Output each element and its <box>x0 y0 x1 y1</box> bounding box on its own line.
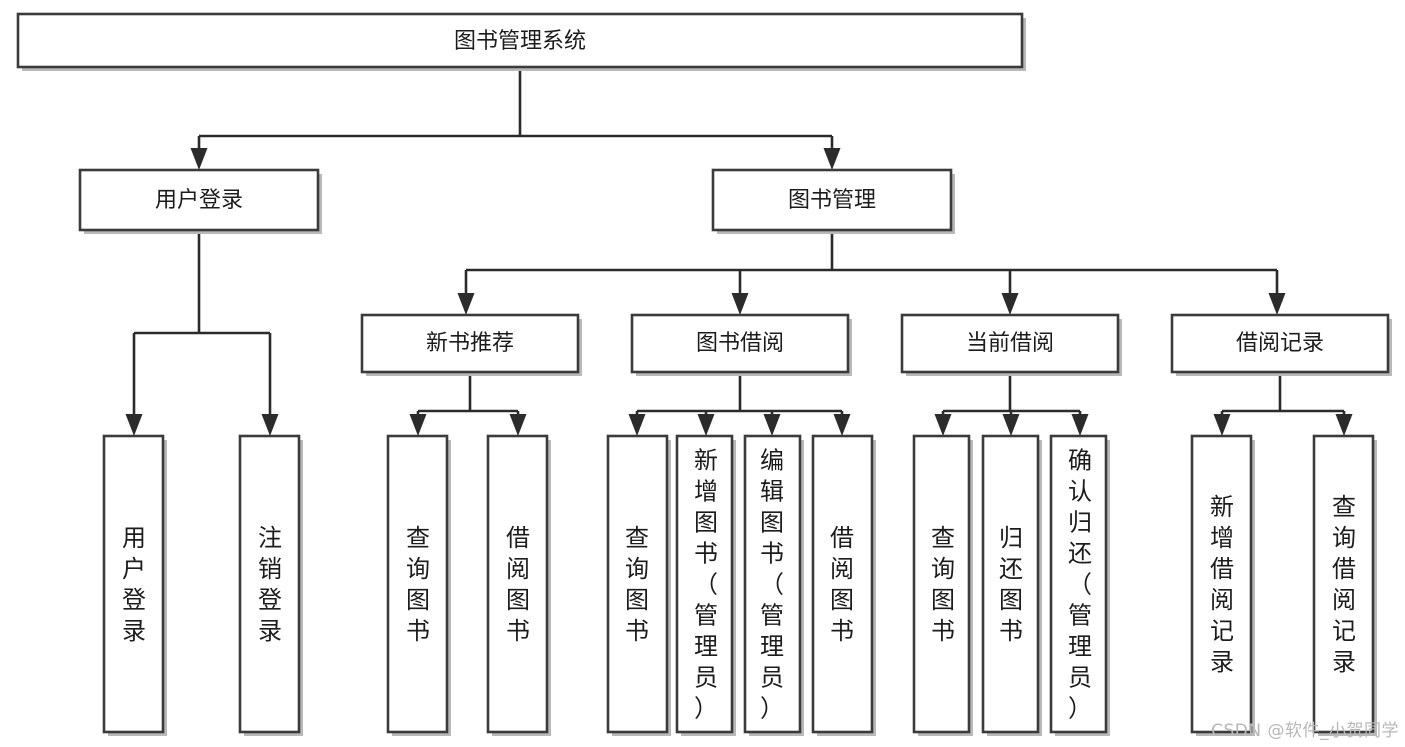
arrow-to-user-login <box>190 148 208 170</box>
node-book-manage-rect <box>711 168 953 232</box>
node-leaf-user-login-label: 用户登录 <box>122 524 146 645</box>
node-leaf-logout-login-label: 注销登录 <box>258 524 282 645</box>
node-leaf-edit-book[interactable]: 编辑图书（管理员） <box>743 434 804 736</box>
node-leaf-query-book-3-rect <box>912 434 971 734</box>
node-leaf-user-login-rect <box>102 434 165 734</box>
connectors-layer <box>125 69 1353 436</box>
node-user-login-label: 用户登录 <box>155 188 243 213</box>
arrow-to-leaf-query-book-2 <box>628 414 646 436</box>
arrow-to-leaf-add-book <box>697 414 715 436</box>
node-leaf-user-login[interactable]: 用户登录 <box>102 434 167 736</box>
node-leaf-query-book-1-label: 查询图书 <box>406 524 430 645</box>
node-leaf-borrow-book-1-rect <box>486 434 549 734</box>
arrow-to-leaf-query-book-3 <box>934 414 952 436</box>
node-root-label: 图书管理系统 <box>454 29 586 54</box>
arrow-to-leaf-edit-book <box>763 414 781 436</box>
node-leaf-add-record[interactable]: 新增借阅记录 <box>1190 434 1255 736</box>
node-book-borrow-label: 图书借阅 <box>696 331 784 356</box>
node-leaf-query-record[interactable]: 查询借阅记录 <box>1312 434 1377 736</box>
node-current-borrow-label: 当前借阅 <box>966 331 1054 356</box>
node-current-borrow[interactable]: 当前借阅 <box>900 313 1122 376</box>
node-book-manage-label: 图书管理 <box>788 188 876 213</box>
arrow-to-leaf-query-record <box>1335 414 1353 436</box>
node-leaf-confirm-return-rect <box>1049 434 1108 734</box>
node-leaf-query-record-label: 查询借阅记录 <box>1332 493 1356 676</box>
node-leaf-add-record-rect <box>1190 434 1253 734</box>
node-root-rect <box>16 12 1024 69</box>
node-leaf-query-book-3-label: 查询图书 <box>931 524 955 645</box>
arrow-to-leaf-borrow-book-2 <box>833 414 851 436</box>
node-leaf-return-book[interactable]: 归还图书 <box>981 434 1042 736</box>
node-leaf-query-book-2-label: 查询图书 <box>625 524 649 645</box>
node-leaf-logout-login-rect <box>238 434 301 734</box>
node-leaf-query-book-2-rect <box>606 434 669 734</box>
arrow-to-current-borrow <box>1001 293 1019 315</box>
arrow-to-leaf-confirm-return <box>1071 414 1089 436</box>
node-leaf-confirm-return-label: 确认归还（管理员） <box>1068 447 1092 723</box>
arrow-to-book-borrow <box>731 293 749 315</box>
node-borrow-record[interactable]: 借阅记录 <box>1170 313 1392 376</box>
node-leaf-query-book-1[interactable]: 查询图书 <box>386 434 451 736</box>
arrow-to-book-manage <box>823 148 841 170</box>
arrow-to-leaf-query-book-1 <box>409 414 427 436</box>
node-new-book-recommend[interactable]: 新书推荐 <box>360 313 582 376</box>
arrow-to-new-book-recommend <box>457 293 475 315</box>
node-leaf-query-book-3[interactable]: 查询图书 <box>912 434 973 736</box>
node-leaf-borrow-book-2-rect <box>811 434 874 734</box>
node-leaf-query-book-2[interactable]: 查询图书 <box>606 434 671 736</box>
node-leaf-return-book-rect <box>981 434 1040 734</box>
node-leaf-add-record-label: 新增借阅记录 <box>1210 493 1234 676</box>
node-leaf-borrow-book-2[interactable]: 借阅图书 <box>811 434 876 736</box>
node-book-manage[interactable]: 图书管理 <box>711 168 955 234</box>
node-borrow-record-rect <box>1170 313 1390 374</box>
node-new-book-recommend-rect <box>360 313 580 374</box>
arrow-to-borrow-record <box>1268 293 1286 315</box>
node-leaf-add-book-label: 新增图书（管理员） <box>694 447 718 723</box>
node-user-login[interactable]: 用户登录 <box>78 168 322 234</box>
node-leaf-borrow-book-2-label: 借阅图书 <box>830 524 854 645</box>
node-new-book-recommend-label: 新书推荐 <box>426 331 514 356</box>
node-leaf-query-book-1-rect <box>386 434 449 734</box>
node-root[interactable]: 图书管理系统 <box>16 12 1026 71</box>
node-leaf-borrow-book-1-label: 借阅图书 <box>506 524 530 645</box>
node-book-borrow[interactable]: 图书借阅 <box>630 313 852 376</box>
node-borrow-record-label: 借阅记录 <box>1236 331 1324 356</box>
node-leaf-edit-book-label: 编辑图书（管理员） <box>760 447 784 723</box>
arrow-to-leaf-borrow-book-1 <box>509 414 527 436</box>
node-leaf-return-book-label: 归还图书 <box>999 524 1023 645</box>
node-leaf-logout-login[interactable]: 注销登录 <box>238 434 303 736</box>
node-leaf-add-book-rect <box>675 434 734 734</box>
arrow-to-leaf-user-login <box>125 414 143 436</box>
node-book-borrow-rect <box>630 313 850 374</box>
arrow-to-leaf-add-record <box>1213 414 1231 436</box>
arrow-to-leaf-logout-login <box>261 414 279 436</box>
node-leaf-query-record-rect <box>1312 434 1375 734</box>
node-leaf-edit-book-rect <box>743 434 802 734</box>
node-leaf-borrow-book-1[interactable]: 借阅图书 <box>486 434 551 736</box>
node-leaf-add-book[interactable]: 新增图书（管理员） <box>675 434 736 736</box>
arrow-to-leaf-return-book <box>1002 414 1020 436</box>
node-leaf-confirm-return[interactable]: 确认归还（管理员） <box>1049 434 1110 736</box>
node-user-login-rect <box>78 168 320 232</box>
node-current-borrow-rect <box>900 313 1120 374</box>
